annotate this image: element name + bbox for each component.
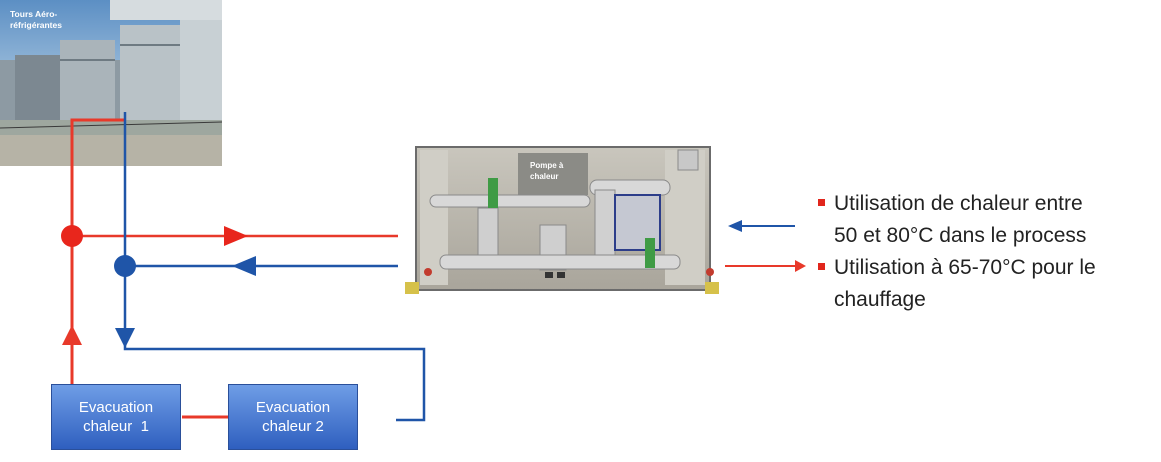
usage-bullet-process-line1: Utilisation de chaleur entre — [834, 192, 1083, 215]
heat-pump-label-line2: chaleur — [530, 172, 559, 181]
heat-pump-label: Pompe à chaleur — [530, 160, 580, 182]
heat-evacuation-1-box: Evacuation chaleur 1 — [51, 384, 181, 450]
cooling-towers-label-line1: Tours Aéro- — [10, 9, 58, 19]
usage-bullet-heating-line2: chauffage — [834, 288, 926, 311]
usage-bullet-list: Utilisation de chaleur entre 50 et 80°C … — [818, 188, 1158, 316]
cooling-towers-label-line2: réfrigérantes — [10, 20, 62, 30]
usage-bullet-process-line2: 50 et 80°C dans le process — [834, 224, 1087, 247]
hot-junction — [61, 225, 83, 247]
cooling-towers-label: Tours Aéro- réfrigérantes — [10, 9, 90, 31]
usage-bullet-heating: Utilisation à 65-70°C pour le chauffage — [818, 252, 1158, 316]
heat-evacuation-1-line1: Evacuation — [78, 399, 154, 416]
heat-pump-unit-image — [405, 146, 719, 294]
usage-bullet-process: Utilisation de chaleur entre 50 et 80°C … — [818, 188, 1158, 252]
heat-evacuation-2-line1: Evacuation — [255, 399, 331, 416]
usage-bullet-heating-line1: Utilisation à 65-70°C pour le — [834, 256, 1096, 279]
heat-evacuation-1-line2: chaleur 1 — [83, 418, 149, 435]
hot-arrow-right — [224, 226, 248, 246]
bullet-square-icon — [818, 199, 825, 206]
cold-arrow-down — [115, 328, 135, 348]
heat-evacuation-2-line2: chaleur 2 — [262, 418, 324, 435]
heat-pump-label-line1: Pompe à — [530, 161, 564, 170]
hot-output-arrow — [795, 260, 806, 272]
cooling-towers-photo — [0, 0, 223, 166]
heat-evacuation-2-box: Evacuation chaleur 2 — [228, 384, 358, 450]
bullet-square-icon — [818, 263, 825, 270]
hot-arrow-up — [62, 325, 82, 345]
cold-junction — [114, 255, 136, 277]
cold-input-arrow — [728, 220, 742, 232]
cold-arrow-left — [232, 256, 256, 276]
